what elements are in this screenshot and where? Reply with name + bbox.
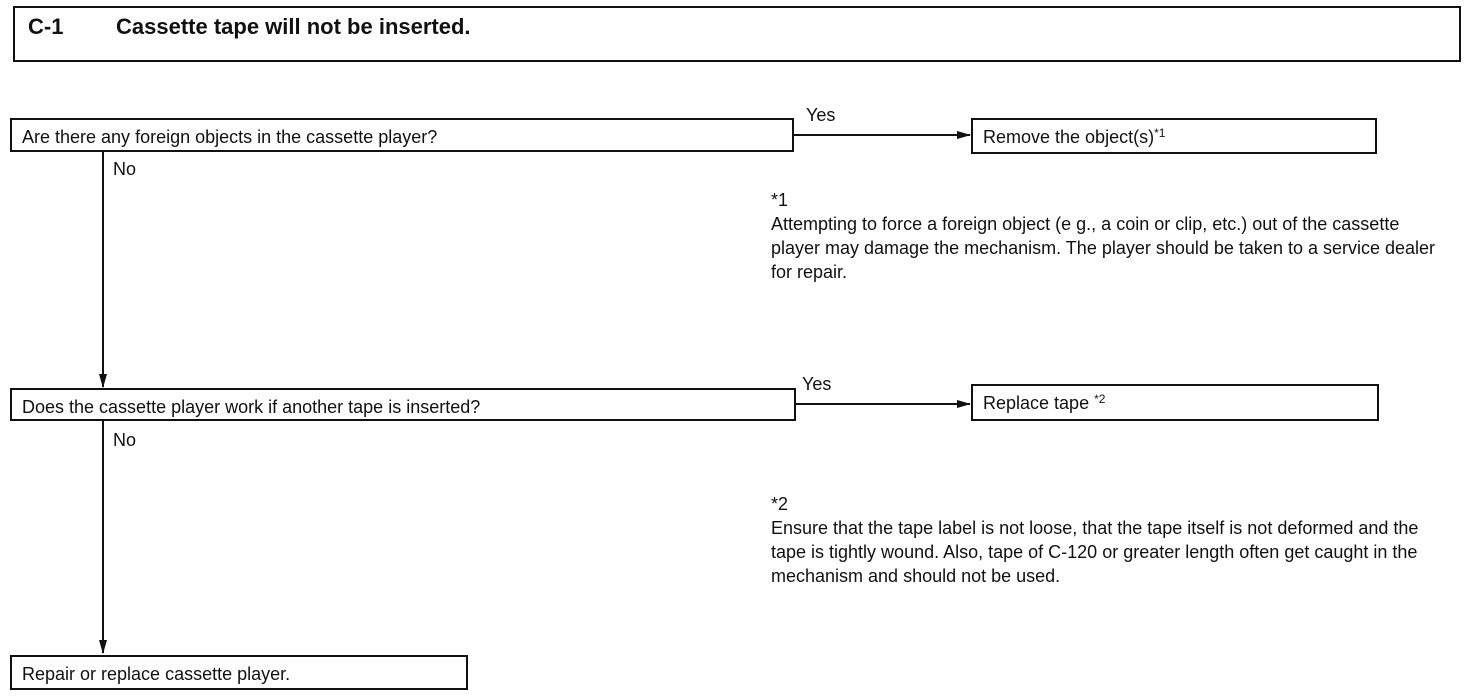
edge-q1-yes-label: Yes bbox=[806, 105, 836, 125]
footnote-ref-1: *1 bbox=[1154, 126, 1166, 140]
note-1: *1 Attempting to force a foreign object … bbox=[771, 188, 1437, 284]
action-remove-objects: Remove the object(s)*1 bbox=[971, 118, 1377, 154]
question-foreign-objects: Are there any foreign objects in the cas… bbox=[10, 118, 794, 152]
action-replace-tape: Replace tape *2 bbox=[971, 384, 1379, 421]
final-repair-replace-text: Repair or replace cassette player. bbox=[22, 664, 291, 684]
header-box bbox=[13, 6, 1461, 62]
footnote-ref-2: *2 bbox=[1094, 392, 1106, 406]
final-repair-replace: Repair or replace cassette player. bbox=[10, 655, 468, 690]
action-remove-objects-text: Remove the object(s) bbox=[983, 127, 1155, 147]
note-1-mark: *1 bbox=[771, 190, 789, 210]
note-2: *2 Ensure that the tape label is not loo… bbox=[771, 492, 1437, 588]
question-another-tape-text: Does the cassette player work if another… bbox=[22, 397, 481, 417]
section-code: C-1 bbox=[28, 14, 64, 39]
note-2-mark: *2 bbox=[771, 494, 789, 514]
page-title: Cassette tape will not be inserted. bbox=[116, 14, 471, 39]
edge-q1-no-label: No bbox=[113, 159, 137, 179]
edge-q2-yes-label: Yes bbox=[802, 374, 832, 394]
note-2-text: Ensure that the tape label is not loose,… bbox=[771, 518, 1419, 586]
question-foreign-objects-text: Are there any foreign objects in the cas… bbox=[22, 127, 438, 147]
question-another-tape: Does the cassette player work if another… bbox=[10, 388, 796, 421]
note-1-text: Attempting to force a foreign object (e … bbox=[771, 214, 1436, 282]
action-replace-tape-text: Replace tape bbox=[983, 393, 1090, 413]
edge-q2-no-label: No bbox=[113, 430, 137, 450]
